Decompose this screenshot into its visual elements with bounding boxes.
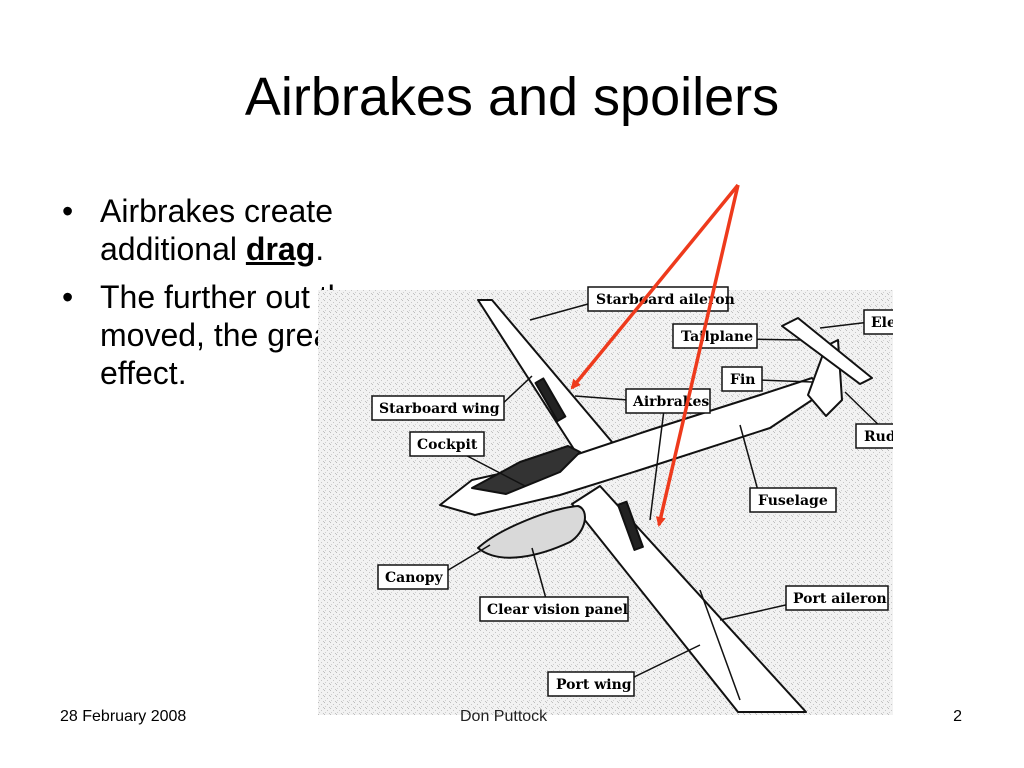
bullet-text-end: . <box>315 231 325 267</box>
label-fuselage: Fuselage <box>749 487 837 513</box>
svg-text:Clear vision panel: Clear vision panel <box>487 602 628 618</box>
label-tailplane: Tailplane <box>672 323 758 349</box>
port-aileron-hinge <box>699 589 741 701</box>
emphasis-drag: drag <box>245 231 316 267</box>
starboard-airbrake-slot <box>534 377 567 423</box>
label-starboard-wing: Starboard wing <box>371 395 505 421</box>
label-starboard-aileron: Starboard aileron <box>587 286 735 312</box>
bullet-item: • Airbrakes create additional drag. <box>62 192 462 268</box>
label-rudder: Rudder <box>855 423 893 449</box>
bullet-dot-icon: • <box>62 279 74 315</box>
label-clear-vision-panel: Clear vision panel <box>479 596 629 622</box>
label-fin: Fin <box>721 366 763 392</box>
label-port-aileron: Port aileron <box>785 585 889 611</box>
port-wing-shape <box>571 485 807 713</box>
cockpit-shape <box>471 445 581 495</box>
svg-text:Elevator: Elevator <box>871 315 893 331</box>
glider-diagram: Starboard aileron Tailplane Elevator Fin… <box>318 286 893 715</box>
canopy-shape <box>477 505 586 559</box>
arrow-to-port-airbrake <box>655 184 740 527</box>
slide-title: Airbrakes and spoilers <box>244 67 780 127</box>
svg-text:Fin: Fin <box>730 372 755 388</box>
svg-text:Canopy: Canopy <box>385 570 444 586</box>
svg-text:Starboard aileron: Starboard aileron <box>596 292 735 308</box>
svg-text:Port wing: Port wing <box>556 677 632 693</box>
footer-page-number: 2 <box>953 708 962 721</box>
svg-text:Fuselage: Fuselage <box>758 493 828 509</box>
diagram-labels: Starboard aileron Tailplane Elevator Fin… <box>371 286 893 697</box>
bullet-text: Airbrakes create additional <box>100 193 333 267</box>
footer-author: Don Puttock <box>460 708 548 721</box>
port-airbrake-slot <box>617 500 644 551</box>
label-cockpit: Cockpit <box>409 431 485 457</box>
tailplane-shape <box>781 317 873 385</box>
svg-text:Starboard wing: Starboard wing <box>379 401 500 417</box>
svg-text:Port aileron: Port aileron <box>793 591 887 607</box>
bullet-dot-icon: • <box>62 193 74 229</box>
label-port-wing: Port wing <box>547 671 635 697</box>
label-canopy: Canopy <box>377 564 449 590</box>
footer-date: 28 February 2008 <box>60 708 187 725</box>
svg-text:Tailplane: Tailplane <box>681 329 753 345</box>
arrow-to-starboard-airbrake <box>570 183 740 390</box>
label-elevator: Elevator <box>863 309 893 335</box>
glider-drawing <box>439 299 873 713</box>
svg-text:Cockpit: Cockpit <box>417 437 478 453</box>
svg-text:Rudder: Rudder <box>864 429 893 445</box>
